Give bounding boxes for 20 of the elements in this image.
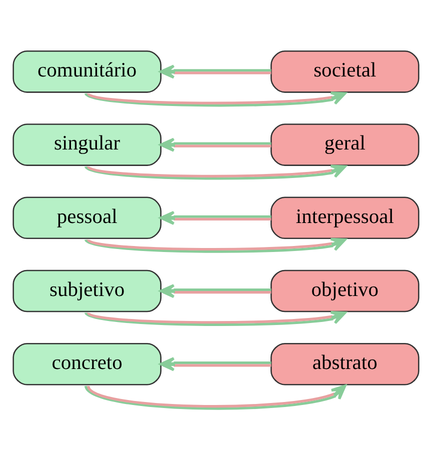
node-box: subjetivo xyxy=(12,269,162,312)
node-box: pessoal xyxy=(12,196,162,239)
node-box: objetivo xyxy=(270,269,420,312)
arrow xyxy=(160,210,272,224)
node-box: comunitário xyxy=(12,50,162,92)
node-box: interpessoal xyxy=(270,196,420,239)
arrow xyxy=(85,91,346,106)
node-box: geral xyxy=(270,123,420,166)
arrow xyxy=(85,237,346,252)
node-box: concreto xyxy=(12,342,162,385)
arrow xyxy=(85,310,346,326)
arrow xyxy=(160,64,272,78)
arrow xyxy=(160,137,272,152)
node-box: singular xyxy=(12,123,162,166)
node-box: abstrato xyxy=(270,342,420,385)
arrow xyxy=(160,283,272,298)
arrow xyxy=(160,356,272,371)
node-box: societal xyxy=(270,50,420,92)
arrow xyxy=(85,164,346,180)
arrow xyxy=(84,384,346,410)
